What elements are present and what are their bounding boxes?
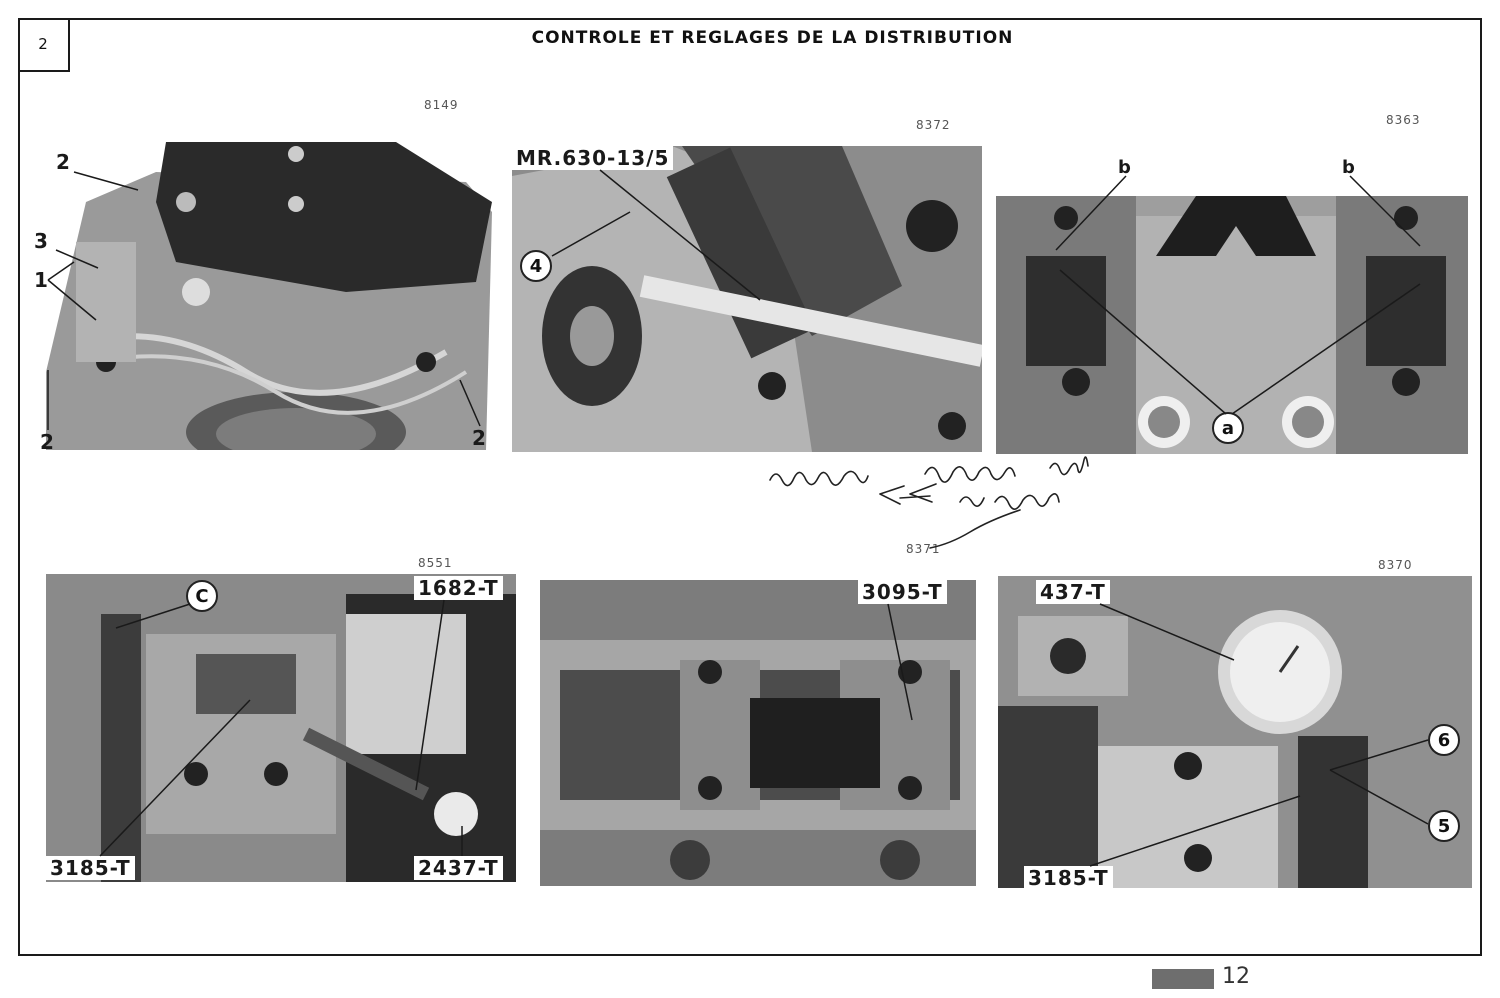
photo-timing-tool [512,146,982,452]
label-3185-t-right: 3185-T [1024,866,1113,890]
photo-number-8372: 8372 [916,118,951,132]
page-number: 12 [1222,964,1250,989]
label-b-right: b [1342,157,1356,178]
label-3095-t: 3095-T [858,580,947,604]
page-number-bar [1152,969,1214,989]
label-b-left: b [1118,157,1132,178]
label-3: 3 [34,229,49,253]
label-a: a [1212,412,1244,444]
label-2-bottom-left: 2 [40,430,55,454]
page-frame [18,18,1482,956]
photo-chain-tools [46,574,516,882]
page-title: CONTROLE ET REGLAGES DE LA DISTRIBUTION [531,28,1014,48]
section-number: 2 [38,35,48,53]
photo-engine-overview [46,142,492,450]
label-1682-t: 1682-T [414,576,503,600]
label-3185-t-left: 3185-T [46,856,135,880]
label-6: 6 [1428,724,1460,756]
label-4: 4 [520,250,552,282]
photo-cam-tool [540,580,976,886]
label-mr-630-13-5: MR.630-13/5 [512,146,674,170]
photo-number-8149: 8149 [424,98,459,112]
label-1: 1 [34,268,49,292]
label-c: C [186,580,218,612]
handwritten-note [769,456,1089,549]
photo-number-8363: 8363 [1386,113,1421,127]
label-437-t: 437-T [1036,580,1110,604]
photo-number-8551: 8551 [418,556,453,570]
label-2437-t: 2437-T [414,856,503,880]
section-number-box: 2 [18,18,70,72]
photo-number-8371: 8371 [906,542,941,556]
label-2-bottom-right: 2 [472,426,487,450]
label-2-top: 2 [56,150,71,174]
label-5: 5 [1428,810,1460,842]
photo-number-8370: 8370 [1378,558,1413,572]
photo-dial-gauge [998,576,1472,888]
